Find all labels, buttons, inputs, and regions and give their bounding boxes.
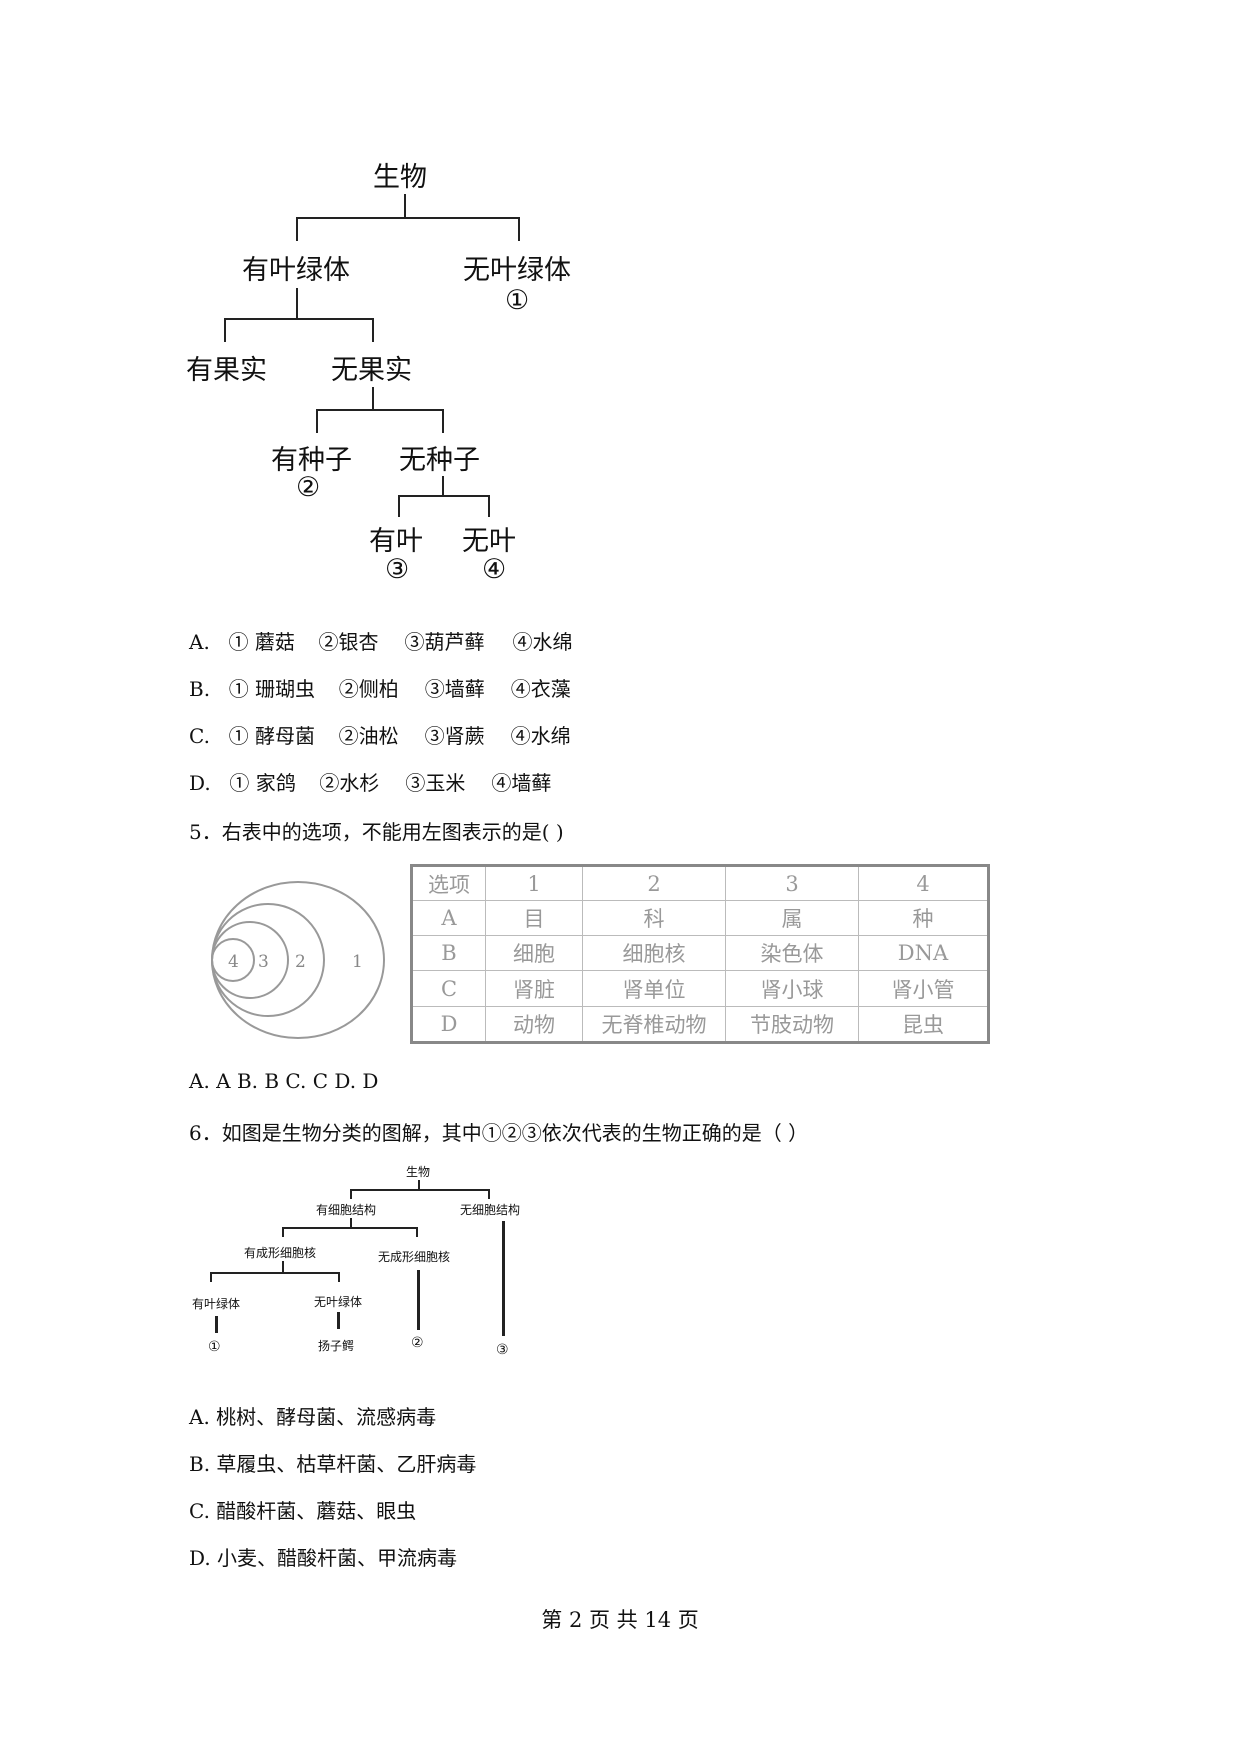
q6-node-alligator: 扬子鳄: [318, 1339, 355, 1353]
q6-option-c[interactable]: C. 醋酸杆菌、蘑菇、眼虫: [189, 1499, 417, 1523]
tree-node-with-leaf: 有叶: [369, 526, 423, 557]
nested-circles-figure: 4 3 2 1: [211, 881, 385, 1039]
page-footer: 第 2 页 共 14 页: [541, 1608, 699, 1632]
tree-number-2: ②: [296, 472, 321, 503]
tree-root-label: 生物: [373, 162, 427, 193]
q5-question-text: 5．右表中的选项，不能用左图表示的是( ): [189, 820, 564, 844]
q6-node-cellular: 有细胞结构: [316, 1203, 377, 1217]
q6-question-text: 6．如图是生物分类的图解，其中①②③依次代表的生物正确的是（ ）: [189, 1121, 809, 1145]
tree-node-with-seed: 有种子: [271, 445, 352, 476]
q6-option-a[interactable]: A. 桃树、酵母菌、流感病毒: [189, 1405, 437, 1429]
q6-node-nucleus: 有成形细胞核: [244, 1246, 317, 1260]
tree-number-4: ④: [482, 554, 507, 585]
tree-node-without-leaf: 无叶: [462, 526, 516, 557]
table-header-cell: 选项: [411, 865, 486, 901]
q6-option-d[interactable]: D. 小麦、醋酸杆菌、甲流病毒: [189, 1546, 458, 1570]
q6-node-no-nucleus: 无成形细胞核: [378, 1250, 451, 1264]
q6-node-no-chlorophyll: 无叶绿体: [314, 1295, 363, 1309]
tree-node-without-fruit: 无果实: [331, 355, 412, 386]
tree-node-without-seed: 无种子: [399, 445, 480, 476]
tree-node-with-fruit: 有果实: [186, 355, 267, 386]
q6-number-2: ②: [411, 1335, 424, 1351]
table-header-cell: 2: [582, 865, 726, 901]
q5-options[interactable]: A. A B. B C. C D. D: [189, 1069, 379, 1093]
table-header-cell: 4: [858, 865, 989, 901]
circle-label-1: 1: [352, 952, 363, 972]
table-header-cell: 1: [485, 865, 583, 901]
circle-label-2: 2: [295, 952, 306, 972]
circle-label-4: 4: [228, 952, 239, 972]
circle-label-3: 3: [258, 952, 269, 972]
tree-number-3: ③: [385, 554, 410, 585]
q6-option-b[interactable]: B. 草履虫、枯草杆菌、乙肝病毒: [189, 1452, 477, 1476]
tree-node-without-chlorophyll: 无叶绿体: [463, 255, 571, 286]
tree-node-with-chlorophyll: 有叶绿体: [242, 255, 350, 286]
q6-node-acellular: 无细胞结构: [460, 1203, 521, 1217]
q6-number-3: ③: [496, 1342, 509, 1358]
q6-number-1: ①: [208, 1339, 221, 1355]
tree-number-1: ①: [505, 285, 530, 316]
q6-node-chlorophyll: 有叶绿体: [192, 1297, 241, 1311]
q6-root: 生物: [406, 1165, 431, 1179]
table-header-cell: 3: [725, 865, 859, 901]
